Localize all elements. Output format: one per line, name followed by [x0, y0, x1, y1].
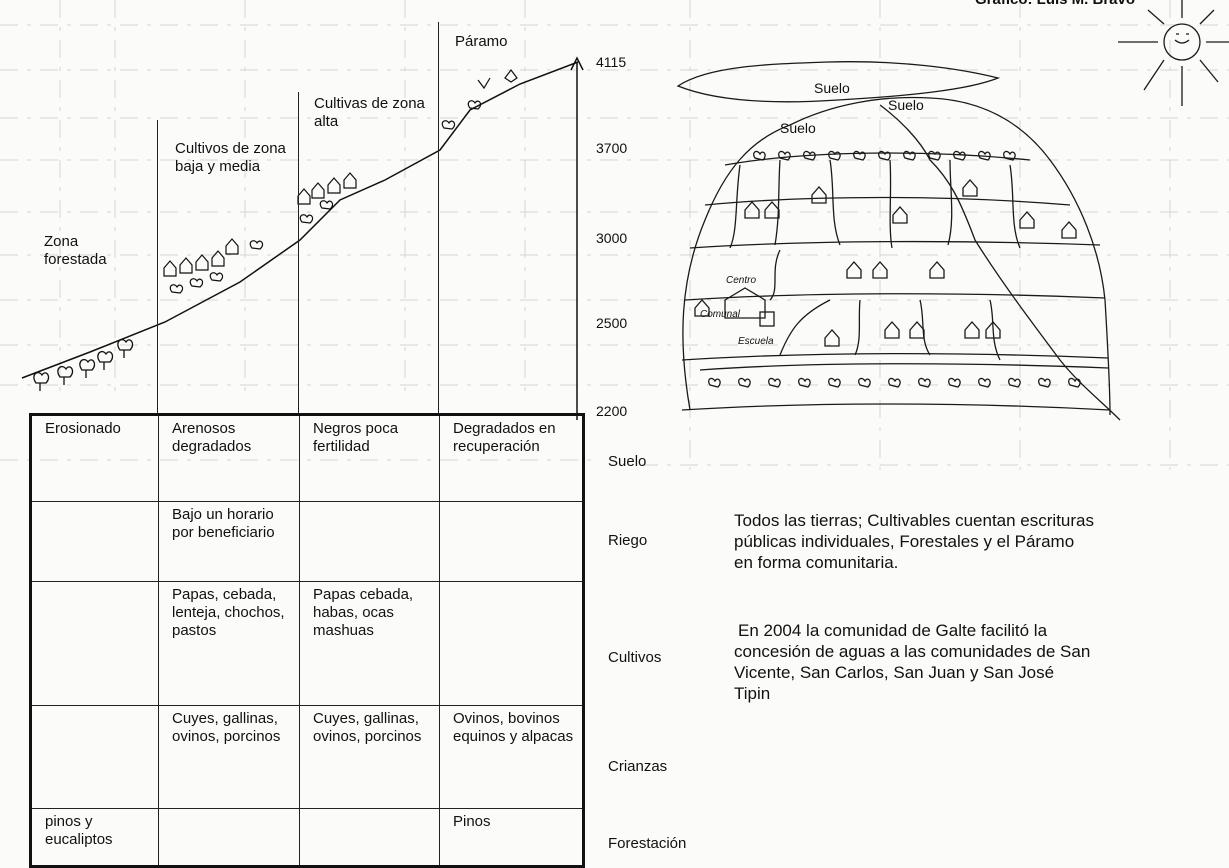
altitude-3700: 3700 — [596, 140, 628, 156]
map-label-suelo-2: Suelo — [888, 97, 924, 113]
altitude-2500: 2500 — [596, 315, 628, 331]
altitude-4115: 4115 — [596, 54, 627, 70]
table-cell: pinos y eucaliptos — [30, 808, 159, 867]
table-cell: Pinos — [439, 808, 584, 867]
table-cell: Ovinos, bovinos equinos y alpacas — [439, 705, 584, 809]
table-cell: Papas cebada, habas, ocas mashuas — [299, 581, 440, 706]
zone-label-cultivos-baja: Cultivos de zona baja y media — [175, 140, 286, 175]
altitude-profile — [21, 56, 584, 420]
mountain-outline — [682, 96, 1111, 416]
table-row-cultivos: Papas, cebada, lenteja, chochos, pastos … — [30, 581, 584, 706]
note-agua: En 2004 la comunidad de Galte facilitó l… — [734, 621, 1091, 703]
cloud-icon — [676, 61, 1001, 103]
table-cell — [30, 501, 159, 582]
sun-icon — [1118, 0, 1229, 106]
row-label-riego: Riego — [608, 532, 648, 549]
zone-divider-2 — [298, 92, 299, 413]
table-cell — [158, 808, 300, 867]
credit-text: Gráfico: Luis M. Bravo — [975, 0, 1135, 8]
table-cell — [299, 808, 440, 867]
row-label-cultivos: Cultivos — [608, 649, 662, 666]
row-label-crianzas: Crianzas — [608, 758, 668, 775]
zone-divider-1 — [157, 120, 158, 413]
table-cell — [439, 501, 584, 582]
map-label-escuela: Escuela — [738, 336, 774, 347]
map-label-comunal: Comunal — [700, 309, 741, 320]
zone-table: Erosionado Arenosos degradados Negros po… — [29, 413, 585, 868]
zone-label-cultivas-alta: Cultivas de zona alta — [314, 95, 425, 130]
profile-trees — [33, 338, 134, 391]
table-cell — [299, 501, 440, 582]
map-label-suelo-1: Suelo — [814, 80, 850, 96]
profile-houses — [163, 69, 518, 294]
slope-line — [21, 61, 579, 379]
table-cell: Degradados en recuperación — [439, 414, 584, 502]
table-cell: Negros poca fertilidad — [299, 414, 440, 502]
table-cell: Bajo un horario por beneficiario — [158, 501, 300, 582]
zone-label-paramo: Páramo — [455, 33, 508, 50]
altitude-2200: 2200 — [596, 403, 628, 419]
table-row-suelo: Erosionado Arenosos degradados Negros po… — [30, 414, 584, 502]
table-cell: Papas, cebada, lenteja, chochos, pastos — [158, 581, 300, 706]
zone-label-forestada: Zona forestada — [44, 233, 107, 268]
map-label-centro: Centro — [726, 275, 756, 286]
altitude-3000: 3000 — [596, 230, 628, 246]
table-cell: Erosionado — [30, 414, 159, 502]
table-row-forestacion: pinos y eucaliptos Pinos — [30, 808, 584, 867]
table-cell: Arenosos degradados — [158, 414, 300, 502]
map-label-suelo-3: Suelo — [780, 120, 816, 136]
table-cell: Cuyes, gallinas, ovinos, porcinos — [158, 705, 300, 809]
row-label-suelo: Suelo — [608, 453, 647, 470]
zone-divider-3 — [438, 22, 439, 413]
table-cell — [30, 705, 159, 809]
table-row-riego: Bajo un horario por beneficiario — [30, 501, 584, 582]
table-row-crianzas: Cuyes, gallinas, ovinos, porcinos Cuyes,… — [30, 705, 584, 809]
note-tierras: Todos las tierras; Cultivables cuentan e… — [734, 511, 1094, 572]
table-cell: Cuyes, gallinas, ovinos, porcinos — [299, 705, 440, 809]
table-cell — [439, 581, 584, 706]
row-label-forestacion: Forestación — [608, 835, 687, 852]
table-cell — [30, 581, 159, 706]
community-map: Suelo Suelo Suelo Centro Comunal Escuela — [676, 0, 1229, 421]
